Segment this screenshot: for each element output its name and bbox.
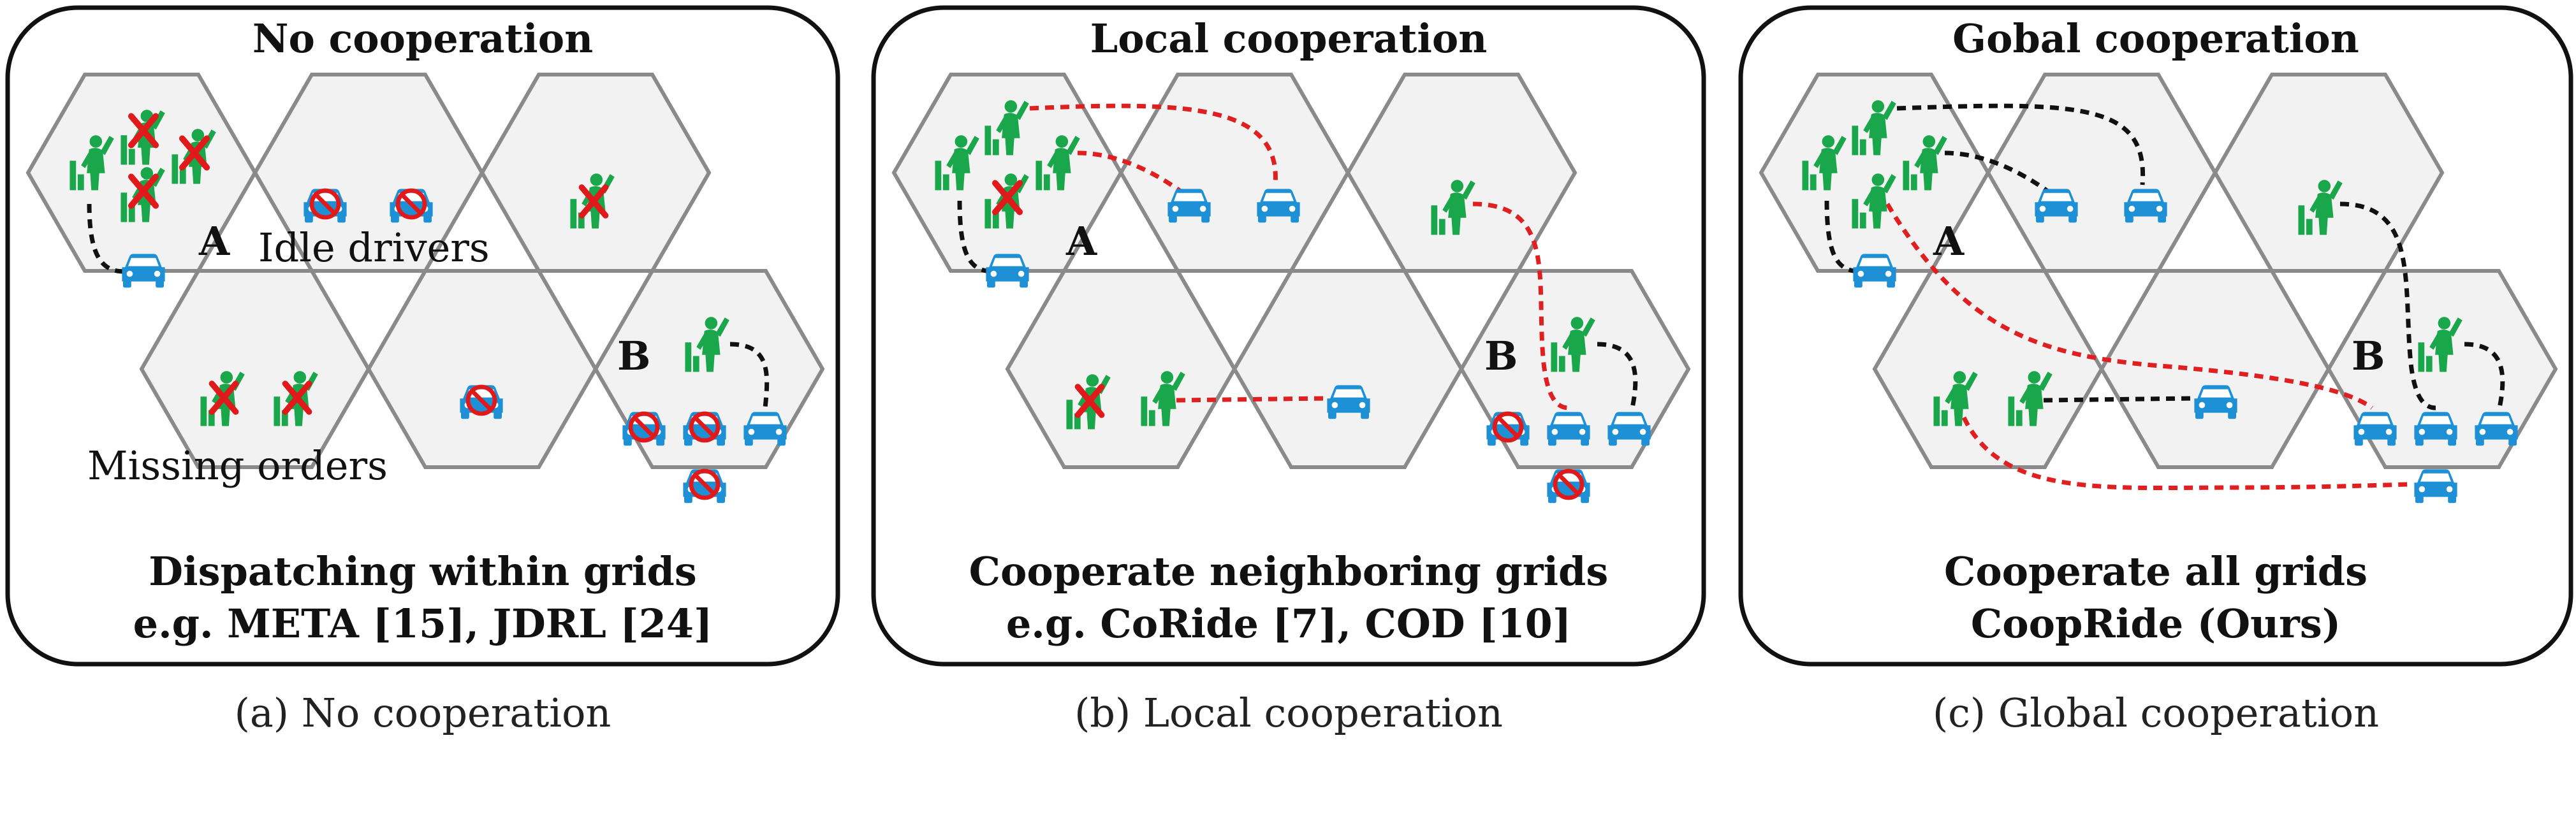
grid-label-a: A [198,218,230,264]
cooperation-link [1077,150,1191,199]
dispatch-link [1597,342,1638,409]
cooperation-link [1961,416,2411,491]
grid-label-b: B [617,333,650,379]
dispatch-link [2339,201,2436,410]
panel-no-cooperation: No cooperation A Idle drivers Missing or… [5,5,840,736]
dispatch-link [2043,396,2194,403]
note-idle-drivers: Idle drivers [258,224,490,271]
panel-footer-line2: e.g. META [15], JDRL [24] [133,600,713,647]
hex-cell [1872,269,2104,469]
hex-cell [1005,269,1237,469]
panel-footer-line1: Dispatching within grids [149,548,696,595]
cooperation-link [1885,203,2374,410]
grid-label-b: B [1484,333,1518,379]
panel-title: Gobal cooperation [1952,15,2359,62]
panel-global-cooperation: Gobal cooperation A B Coo [1738,5,2573,736]
cooperation-link [1176,396,1327,403]
figure-caption-a: (a) No cooperation [235,690,611,736]
hex-cell [1232,269,1464,469]
panel-local-cooperation: Local cooperation A B [871,5,1706,736]
grid-label-a: A [1933,218,1965,264]
dispatch-link [1896,103,2146,185]
figure-caption-b: (b) Local cooperation [1074,690,1503,736]
note-missing-orders: Missing orders [87,442,388,489]
panel-footer-line2: e.g. CoRide [7], COD [10] [1006,600,1571,647]
panel-title: No cooperation [252,15,593,62]
figure-caption-c: (c) Global cooperation [1933,690,2379,736]
dispatch-link [87,203,135,274]
panel-footer-line2: CoopRide (Ours) [1971,600,2341,647]
dispatch-link [957,200,1005,274]
dispatch-link [2464,342,2505,409]
dispatch-link [1824,200,1872,274]
grid-label-b: B [2352,333,2385,379]
hex-cell [366,269,598,469]
panel-footer-line1: Cooperate all grids [1944,548,2367,595]
cooperation-link [1472,201,1569,410]
dispatch-link [1944,150,2058,199]
panel-title: Local cooperation [1090,15,1488,62]
panel-footer-line1: Cooperate neighboring grids [969,548,1609,595]
grid-label-a: A [1065,218,1097,264]
hex-cell [139,269,371,469]
